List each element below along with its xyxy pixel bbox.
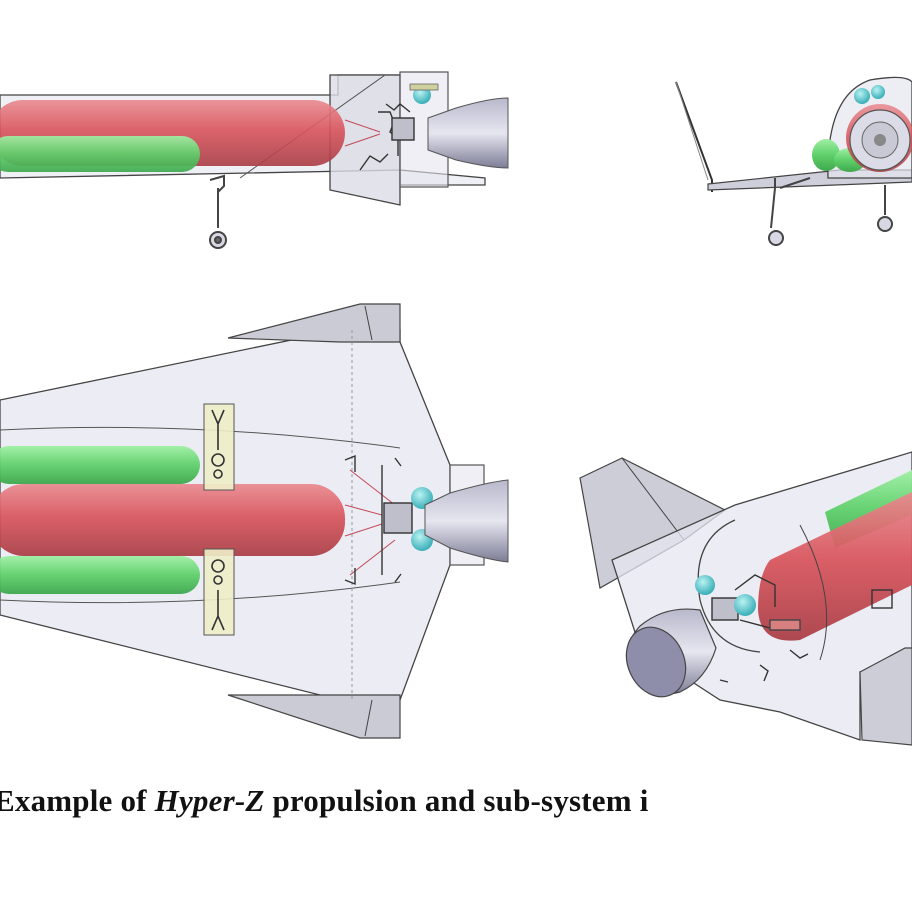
side-nozzle xyxy=(427,97,509,169)
side-view xyxy=(0,71,509,249)
front-view xyxy=(675,76,912,246)
top-fuel-tank-upper xyxy=(0,446,200,484)
side-fuel-tank xyxy=(0,136,200,172)
top-oxidizer-tank xyxy=(0,484,345,556)
top-gear-bay-upper xyxy=(203,403,235,491)
side-landing-gear xyxy=(209,174,227,249)
front-fuel-tank xyxy=(812,139,840,171)
iso-valve-b xyxy=(734,594,756,616)
figure-caption: Example of Hyper-Z propulsion and sub-sy… xyxy=(0,783,912,819)
front-landing-gear xyxy=(768,177,893,246)
caption-suffix: propulsion and sub-system i xyxy=(264,783,649,818)
top-nozzle xyxy=(424,479,509,563)
iso-oxidizer-tank xyxy=(758,492,912,641)
top-gear-bay-lower xyxy=(203,548,235,636)
caption-prefix: Example of xyxy=(0,783,155,818)
iso-nozzle-exit xyxy=(625,626,687,698)
top-view xyxy=(0,303,509,739)
isometric-view xyxy=(579,451,912,746)
iso-lower-fin xyxy=(859,647,912,746)
iso-valve-a xyxy=(695,575,715,595)
top-upper-fin xyxy=(227,303,401,343)
caption-vehicle-name: Hyper-Z xyxy=(154,783,265,818)
top-fuel-tank-lower xyxy=(0,556,200,594)
top-lower-fin xyxy=(227,694,401,739)
side-valve xyxy=(413,86,431,104)
